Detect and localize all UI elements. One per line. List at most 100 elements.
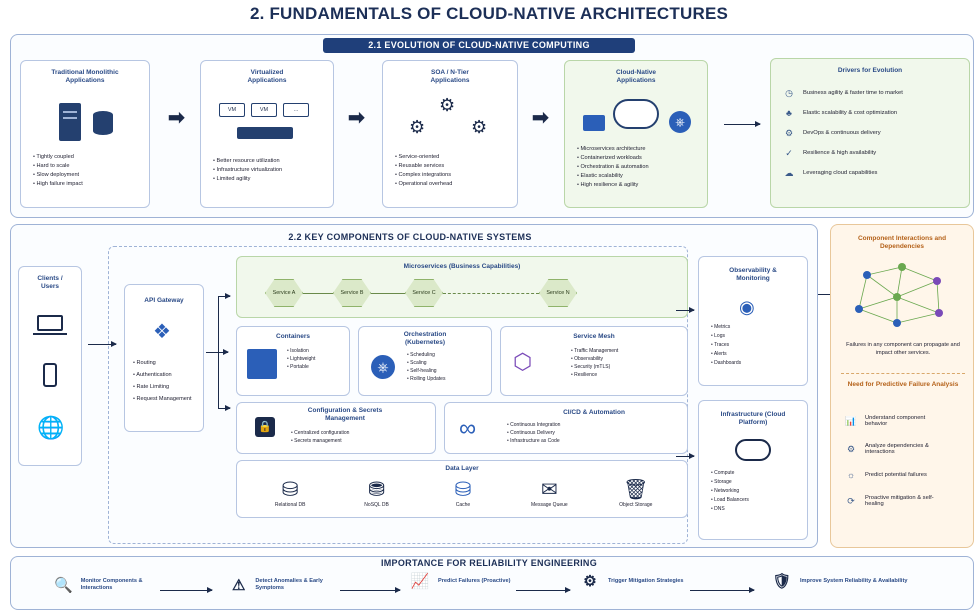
bullet: Self-healing xyxy=(407,367,445,375)
devops-icon: ⚙ xyxy=(784,127,794,138)
bullet: Operational overhead xyxy=(395,180,453,189)
orchestration-title: Orchestration (Kubernetes) xyxy=(403,331,447,346)
gear-icon: ⚙ xyxy=(583,573,597,590)
containers-panel: Containers Isolation Lightweight Portabl… xyxy=(236,326,350,396)
bullet: Scheduling xyxy=(407,351,445,359)
arrow-right-icon: ➡ xyxy=(168,107,185,129)
need-item: ☼ Predict potential failures xyxy=(845,463,945,487)
bullet: Reusable services xyxy=(395,162,452,171)
bullet: Lightweight xyxy=(287,355,315,363)
gears-icon: ⚙ xyxy=(846,443,856,454)
stage-title: Cloud-Native Applications xyxy=(615,69,657,84)
stage-title: SOA / N-Tier Applications xyxy=(430,69,470,84)
driver-label: DevOps & continuous delivery xyxy=(803,130,881,136)
bullet: Continuous Integration xyxy=(507,421,560,429)
step-label: Trigger Mitigation Strategies xyxy=(608,578,684,584)
data-item: 🗑 Object Storage xyxy=(601,477,671,508)
bullet: Scaling xyxy=(407,359,445,367)
bullet: Limited agility xyxy=(213,175,282,184)
service-link xyxy=(443,293,539,294)
driver-label: Resilience & high availability xyxy=(803,150,877,156)
driver-item: ✓Resilience & high availability xyxy=(783,143,903,163)
laptop-base xyxy=(33,333,67,335)
arrow-right-icon: ➡ xyxy=(348,107,365,129)
interactions-title: Component Interactions and Dependencies xyxy=(857,235,947,250)
kubernetes-icon: ⎈ xyxy=(669,111,691,133)
platform-boundary xyxy=(108,246,688,544)
need-label: Understand component behavior xyxy=(865,415,926,427)
bullet: High resilience & agility xyxy=(577,181,649,190)
bullet: Centralized configuration xyxy=(291,429,349,437)
bullet: Isolation xyxy=(287,347,315,355)
step-arrow xyxy=(690,587,755,593)
arrow-gateway-out xyxy=(206,349,229,355)
cloud-icon: ☁ xyxy=(784,167,794,178)
importance-title: IMPORTANCE FOR RELIABILITY ENGINEERING xyxy=(380,558,598,568)
stage-soa: SOA / N-Tier Applications ⚙ ⚙ ⚙ Service-… xyxy=(382,60,518,208)
step-arrow xyxy=(160,587,213,593)
need-label: Predict potential failures xyxy=(865,472,927,478)
driver-item: ⚙ DevOps & continuous delivery xyxy=(783,123,903,143)
step-label: Improve System Reliability & Availabilit… xyxy=(800,578,908,584)
need-item: ⚙Analyze dependencies & interactions xyxy=(845,435,945,463)
data-item-label: Message Queue xyxy=(531,502,568,508)
vm-box: ... xyxy=(283,103,309,117)
bullet: Continuous Delivery xyxy=(507,429,560,437)
phone-icon xyxy=(43,363,57,387)
bullet: Dashboards xyxy=(711,359,741,368)
sun-icon: ☼ xyxy=(846,470,856,480)
bullet: Networking xyxy=(711,487,749,496)
cicd-panel: CI/CD & Automation ∞ Continuous Integrat… xyxy=(444,402,688,454)
orchestration-panel: Orchestration (Kubernetes) ⎈ Scheduling … xyxy=(358,326,492,396)
bullet: Elastic scalability xyxy=(577,172,649,181)
drivers-title: Drivers for Evolution xyxy=(837,67,903,74)
refresh-icon: ⟳ xyxy=(847,495,855,506)
driver-item: ☁Leveraging cloud capabilities xyxy=(783,163,903,183)
interactions-caption: Failures in any component can propagate … xyxy=(846,342,960,356)
importance-panel xyxy=(10,556,974,610)
bullet: Rate Limiting xyxy=(133,381,192,393)
scale-icon: ♣ xyxy=(786,108,792,118)
laptop-icon xyxy=(37,315,63,331)
page-title: 2. FUNDAMENTALS OF CLOUD-NATIVE ARCHITEC… xyxy=(249,4,729,23)
arrow-to-infrastructure xyxy=(676,453,695,459)
bullet: Secrets management xyxy=(291,437,349,445)
arrow-to-config xyxy=(218,405,231,411)
data-item-label: Cache xyxy=(455,502,471,508)
divider xyxy=(841,373,965,374)
bullet: Containerized workloads xyxy=(577,154,649,163)
data-item: ⛁ Cache xyxy=(428,477,498,508)
step-label: Detect Anomalies & Early Symptoms xyxy=(255,578,323,591)
infinity-icon: ∞ xyxy=(459,415,477,442)
stage-cloud-native: Cloud-Native Applications ⎈ Microservice… xyxy=(564,60,708,208)
drivers-panel: Drivers for Evolution ◷Business agility … xyxy=(770,58,970,208)
bullet: Metrics xyxy=(711,323,741,332)
bullet: Traces xyxy=(711,341,741,350)
gateway-title: API Gateway xyxy=(144,297,184,304)
bullet: Orchestration & automation xyxy=(577,163,649,172)
magnifier-chart-icon: 🔍 xyxy=(54,576,73,594)
arrow-to-gateway xyxy=(88,341,117,347)
kubernetes-icon: ⎈ xyxy=(371,355,395,379)
observability-panel: Observability & Monitoring ◉ Metrics Log… xyxy=(698,256,808,386)
arrow-to-observability xyxy=(676,307,695,313)
config-panel: Configuration & Secrets Management 🔒 Cen… xyxy=(236,402,436,454)
bucket-icon: 🗑 xyxy=(623,479,649,501)
network-graph-icon xyxy=(855,263,943,327)
bullet: Compute xyxy=(711,469,749,478)
service-link xyxy=(303,293,333,294)
driver-item: ◷Business agility & faster time to marke… xyxy=(783,83,903,103)
hardware-icon xyxy=(237,127,293,139)
need-item: 📊Understand component behavior xyxy=(845,407,945,435)
step-arrow xyxy=(516,587,571,593)
clock-icon: ◷ xyxy=(785,87,793,98)
infrastructure-title: Infrastructure (Cloud Platform) xyxy=(720,411,786,426)
driver-label: Elastic scalability & cost optimization xyxy=(803,110,898,116)
service-b: Service B xyxy=(333,279,371,307)
bullet: Storage xyxy=(711,478,749,487)
server-icon xyxy=(59,103,81,141)
stage-monolithic: Traditional Monolithic Applications Tigh… xyxy=(20,60,150,208)
components-title: 2.2 KEY COMPONENTS OF CLOUD-NATIVE SYSTE… xyxy=(288,232,532,242)
bullet: Infrastructure virtualization xyxy=(213,166,283,175)
database-icon: ⛁ xyxy=(281,479,299,501)
